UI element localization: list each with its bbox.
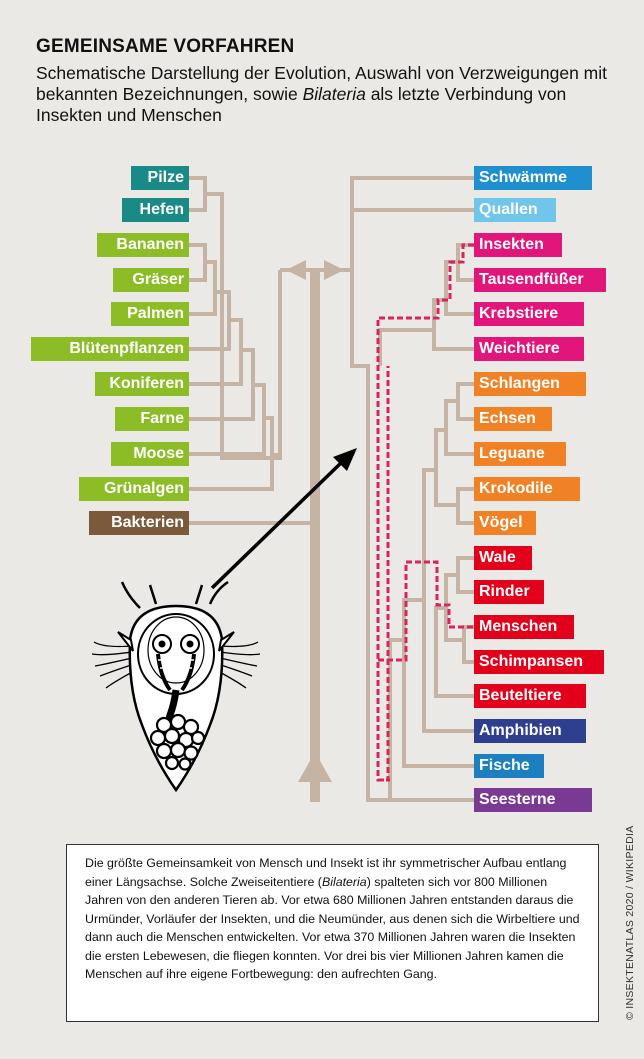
phylogenetic-tree <box>91 176 474 802</box>
clade-label-amphibien: Amphibien <box>474 719 586 743</box>
clade-label-echsen: Echsen <box>474 407 552 431</box>
bilateria-animal-illustration <box>91 580 261 793</box>
branch-plants-4 <box>189 318 243 386</box>
tree-branches <box>189 176 474 802</box>
clade-label-hefen: Hefen <box>122 198 189 222</box>
branch-protostome-stem <box>378 328 434 366</box>
branch-fungi-stem <box>205 192 282 460</box>
clade-label-pilze: Pilze <box>131 166 189 190</box>
arrow-left <box>286 260 306 280</box>
clade-label-menschen: Menschen <box>474 615 574 639</box>
info-box: Die größte Gemeinsamkeit von Mensch und … <box>66 844 599 1022</box>
info-text-end: ) spalteten sich vor 800 Millionen Jahre… <box>85 874 580 982</box>
clade-label-beuteltiere: Beuteltiere <box>474 684 586 708</box>
page-subtitle: Schematische Darstellung der Evolution, … <box>36 63 616 126</box>
clade-label-wale: Wale <box>474 546 532 570</box>
branch-tetrapods <box>422 468 474 733</box>
clade-label-krokodile: Krokodile <box>474 477 580 501</box>
clade-label-fische: Fische <box>474 754 544 778</box>
clade-label-schimpansen: Schimpansen <box>474 650 604 674</box>
clade-label-bakterien: Bakterien <box>89 511 189 535</box>
clade-label-koniferen: Koniferen <box>95 372 189 396</box>
clade-label-bananen: Bananen <box>97 233 189 257</box>
bilateria-path <box>376 243 474 782</box>
clade-label-moose: Moose <box>111 442 189 466</box>
branch-plants-1 <box>189 243 207 282</box>
branch-bilateria <box>350 210 474 802</box>
branch-sauropsids <box>434 428 458 507</box>
page-title: GEMEINSAME VORFAHREN <box>36 36 295 57</box>
branch-plants-2 <box>189 260 217 316</box>
branch-mammals <box>434 606 474 698</box>
clade-label-farne: Farne <box>115 407 189 431</box>
branch-whales-cattle <box>456 556 474 594</box>
clade-label-schwämme: Schwämme <box>474 166 592 190</box>
clade-label-gräser: Gräser <box>113 268 189 292</box>
branch-deuterostomes <box>388 638 404 800</box>
highlight-human-path <box>378 560 474 662</box>
clade-label-quallen: Quallen <box>474 198 556 222</box>
clade-label-seesterne: Seesterne <box>474 788 592 812</box>
clade-label-vögel: Vögel <box>474 511 536 535</box>
branch-sponges <box>350 176 474 270</box>
branch-placentals <box>444 573 464 642</box>
trunk-arrow-up <box>298 752 332 782</box>
subtitle-text: Schematische Darstellung der Evolution, … <box>36 63 608 104</box>
branch-vertebrates <box>402 598 474 768</box>
clade-label-grünalgen: Grünalgen <box>79 477 189 501</box>
clade-label-palmen: Palmen <box>111 302 189 326</box>
clade-label-insekten: Insekten <box>474 233 562 257</box>
branch-snakes-lizards <box>456 382 474 421</box>
clade-label-weichtiere: Weichtiere <box>474 337 584 361</box>
clade-label-tausendfüßer: Tausendfüßer <box>474 268 606 292</box>
info-italic: Bilateria <box>321 874 367 889</box>
clade-label-schlangen: Schlangen <box>474 372 586 396</box>
branch-archosaurs <box>456 487 474 525</box>
clade-label-rinder: Rinder <box>474 580 544 604</box>
branch-hominids <box>462 625 474 664</box>
clade-label-blütenpflanzen: Blütenpflanzen <box>31 337 189 361</box>
clade-label-leguane: Leguane <box>474 442 566 466</box>
clade-label-krebstiere: Krebstiere <box>474 302 584 326</box>
tree-trunk <box>310 270 320 802</box>
branch-iguanas <box>444 399 474 456</box>
subtitle-italic: Bilateria <box>302 84 366 104</box>
bilateria-arrow <box>210 448 357 590</box>
branch-protostomes <box>432 298 474 351</box>
copyright-notice: © INSEKTENATLAS 2020 / WIKIPEDIA <box>624 825 636 1020</box>
branch-fungi <box>189 176 207 212</box>
arrow-right <box>324 260 344 280</box>
info-text: Die größte Gemeinsamkeit von Mensch und … <box>85 856 567 889</box>
subtitle-text-end: als letzte Verbindung von Insekten und M… <box>36 84 567 125</box>
